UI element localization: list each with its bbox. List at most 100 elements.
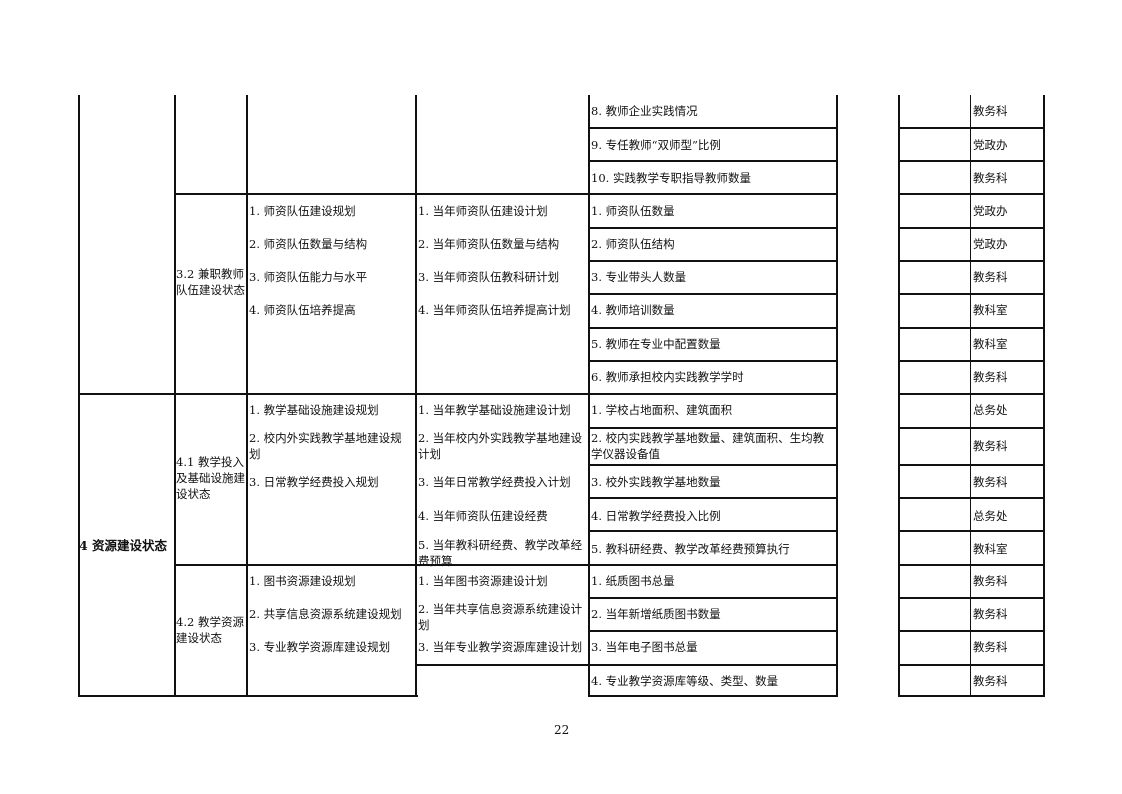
c8-line bbox=[898, 127, 1045, 129]
table-border-right bbox=[1043, 95, 1045, 697]
c5-line bbox=[588, 193, 838, 195]
department-cell: 教务科 bbox=[973, 171, 1008, 185]
department-cell: 党政办 bbox=[973, 204, 1008, 218]
row-divider-c bbox=[174, 564, 589, 566]
col4-cell: 4. 当年师资队伍培养提高计划 bbox=[418, 303, 571, 317]
col5-cell: 9. 专任教师“双师型”比例 bbox=[591, 138, 721, 152]
c5-line bbox=[588, 160, 838, 162]
col-divider-7 bbox=[970, 95, 971, 697]
col5-cell: 1. 师资队伍数量 bbox=[591, 204, 675, 218]
c5-line bbox=[588, 597, 838, 599]
c5-line bbox=[588, 564, 838, 566]
c8-line bbox=[898, 293, 1045, 295]
c8-line bbox=[898, 630, 1045, 632]
c8-line bbox=[898, 497, 1045, 499]
subsection-label: 4.2 教学资源建设状态 bbox=[176, 615, 244, 645]
department-cell: 教务科 bbox=[973, 439, 1008, 453]
section-label: 4 资源建设状态 bbox=[79, 538, 168, 553]
col5-cell: 5. 教师在专业中配置数量 bbox=[591, 337, 721, 351]
col4-cell: 2. 当年校内外实践教学基地建设计划 bbox=[418, 431, 583, 461]
col5-cell: 5. 教科研经费、教学改革经费预算执行 bbox=[591, 542, 790, 556]
page-number: 22 bbox=[554, 723, 570, 737]
c8-line bbox=[898, 464, 1045, 466]
department-cell: 教务科 bbox=[973, 270, 1008, 284]
col-divider-4 bbox=[588, 95, 590, 697]
table-border-left bbox=[78, 95, 80, 697]
c8-line bbox=[898, 327, 1045, 329]
c8-line bbox=[898, 193, 1045, 195]
col5-cell: 1. 纸质图书总量 bbox=[591, 574, 675, 588]
col3-cell: 2. 校内外实践教学基地建设规划 bbox=[249, 431, 402, 461]
col5-cell: 1. 学校占地面积、建筑面积 bbox=[591, 403, 733, 417]
row-divider-b bbox=[174, 193, 589, 195]
department-cell: 教科室 bbox=[973, 337, 1008, 351]
col4-cell: 1. 当年教学基础设施建设计划 bbox=[418, 403, 571, 417]
c5-line bbox=[588, 227, 838, 229]
department-cell: 教务科 bbox=[973, 607, 1008, 621]
c5-line bbox=[588, 327, 838, 329]
col3-cell: 2. 师资队伍数量与结构 bbox=[249, 237, 368, 251]
c5-line bbox=[588, 127, 838, 129]
department-cell: 教务科 bbox=[973, 574, 1008, 588]
subsection-label: 3.2 兼职教师队伍建设状态 bbox=[176, 267, 245, 297]
department-cell: 教务科 bbox=[973, 640, 1008, 654]
c5-line bbox=[588, 695, 838, 697]
col3-cell: 3. 师资队伍能力与水平 bbox=[249, 270, 368, 284]
c5-line bbox=[588, 393, 838, 395]
col4-cell: 1. 当年图书资源建设计划 bbox=[418, 574, 548, 588]
department-cell: 党政办 bbox=[973, 138, 1008, 152]
c8-line bbox=[898, 227, 1045, 229]
col4-last-divider bbox=[415, 664, 589, 666]
col3-cell: 2. 共享信息资源系统建设规划 bbox=[249, 607, 402, 621]
col-divider-6 bbox=[898, 95, 900, 697]
c8-line bbox=[898, 360, 1045, 362]
c8-line bbox=[898, 664, 1045, 666]
row-divider-a bbox=[78, 393, 589, 395]
c8-line bbox=[898, 427, 1045, 429]
col4-cell: 2. 当年师资队伍数量与结构 bbox=[418, 237, 560, 251]
col5-cell: 2. 师资队伍结构 bbox=[591, 237, 675, 251]
department-cell: 教务科 bbox=[973, 104, 1008, 118]
department-cell: 总务处 bbox=[973, 403, 1008, 417]
col-divider-1 bbox=[174, 95, 176, 697]
col5-cell: 4. 日常教学经费投入比例 bbox=[591, 509, 721, 523]
col5-cell: 8. 教师企业实践情况 bbox=[591, 104, 698, 118]
department-cell: 教科室 bbox=[973, 542, 1008, 556]
col3-cell: 1. 教学基础设施建设规划 bbox=[249, 403, 379, 417]
col5-cell: 2. 当年新增纸质图书数量 bbox=[591, 607, 721, 621]
c5-line bbox=[588, 360, 838, 362]
c5-line bbox=[588, 260, 838, 262]
department-cell: 党政办 bbox=[973, 237, 1008, 251]
col4-cell: 3. 当年日常教学经费投入计划 bbox=[418, 475, 571, 489]
c8-line bbox=[898, 597, 1045, 599]
col3-cell: 1. 图书资源建设规划 bbox=[249, 574, 356, 588]
col5-cell: 10. 实践教学专职指导教师数量 bbox=[591, 171, 751, 185]
c8-line bbox=[898, 695, 1045, 697]
c5-line bbox=[588, 664, 838, 666]
col5-cell: 4. 教师培训数量 bbox=[591, 303, 675, 317]
col-divider-5 bbox=[836, 95, 838, 697]
c5-line bbox=[588, 530, 838, 532]
col5-cell: 6. 教师承担校内实践教学学时 bbox=[591, 370, 744, 384]
c5-line bbox=[588, 497, 838, 499]
department-cell: 教务科 bbox=[973, 674, 1008, 688]
col4-cell: 4. 当年师资队伍建设经费 bbox=[418, 509, 548, 523]
department-cell: 教务科 bbox=[973, 475, 1008, 489]
col3-cell: 3. 专业教学资源库建设规划 bbox=[249, 640, 391, 654]
c5-line bbox=[588, 464, 838, 466]
col4-cell: 3. 当年专业教学资源库建设计划 bbox=[418, 640, 583, 654]
col4-cell: 1. 当年师资队伍建设计划 bbox=[418, 204, 548, 218]
col3-cell: 3. 日常教学经费投入规划 bbox=[249, 475, 379, 489]
c8-line bbox=[898, 160, 1045, 162]
col5-cell: 3. 当年电子图书总量 bbox=[591, 640, 698, 654]
table-border-bottom bbox=[78, 695, 418, 697]
subsection-label: 4.1 教学投入及基础设施建设状态 bbox=[176, 455, 245, 501]
c8-line bbox=[898, 393, 1045, 395]
c5-line bbox=[588, 427, 838, 429]
col-divider-3 bbox=[415, 95, 417, 697]
col4-cell: 5. 当年教科研经费、教学改革经费预算 bbox=[418, 538, 583, 568]
col5-cell: 3. 专业带头人数量 bbox=[591, 270, 687, 284]
col3-cell: 4. 师资队伍培养提高 bbox=[249, 303, 356, 317]
c8-line bbox=[898, 530, 1045, 532]
department-cell: 教务科 bbox=[973, 370, 1008, 384]
